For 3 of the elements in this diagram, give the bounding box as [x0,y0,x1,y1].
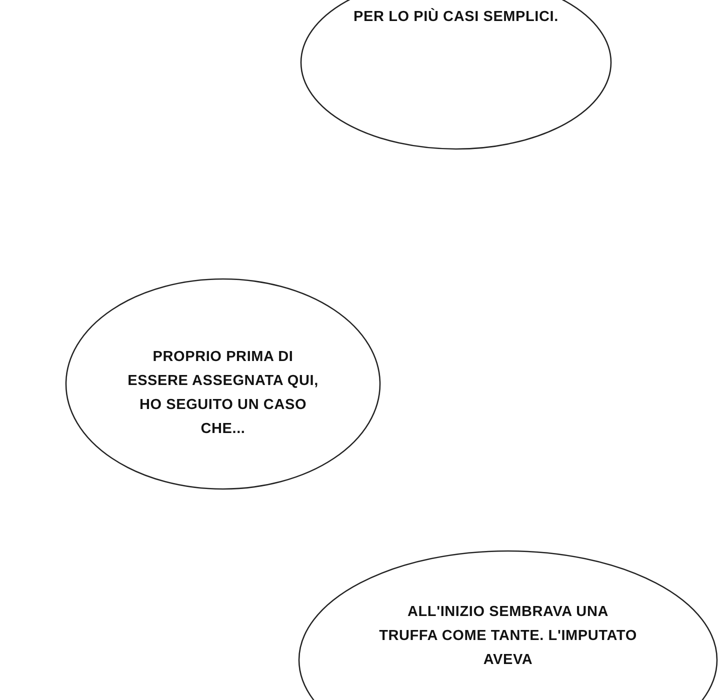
speech-text: PROPRIO PRIMA DI ESSERE ASSEGNATA QUI, HO SEGUITO UN CASO CHE... [126,348,320,439]
speech-text: PER LO PIÙ CASI SEMPLICI. [352,7,560,27]
speech-text: ALL'INIZIO SEMBRAVA UNA TRUFFA COME TANTE. L'IMPUTATO AVEVA [378,603,638,670]
